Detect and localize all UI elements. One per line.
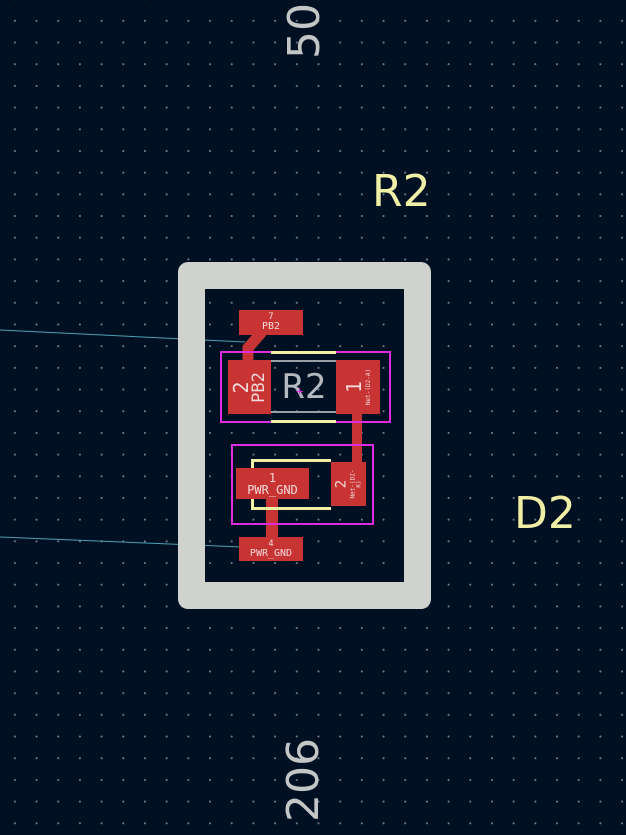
r2-fab-outline	[271, 360, 336, 413]
r2-pad-1[interactable]: 1 Net-(D2-A)	[336, 360, 380, 414]
pad-number: 2	[333, 479, 350, 489]
r2-pad-2[interactable]: 2 PB2	[228, 360, 271, 414]
d2-pad-2[interactable]: 2 Net-(D2-K)	[331, 462, 366, 506]
r2-silk-bottom	[271, 420, 336, 423]
d2-silk-top	[251, 459, 331, 462]
r2-value-label: R2	[281, 367, 327, 407]
pad-net: PWR_GND	[249, 547, 293, 559]
pad-number: 7	[268, 312, 274, 322]
pad-net: PB2	[261, 321, 281, 332]
r2-reference[interactable]: R2	[372, 166, 431, 217]
pad-net: Net-(D2-K)	[349, 469, 363, 499]
d2-pad-1[interactable]: 1 PWR_GND	[236, 468, 309, 499]
anchor-cross-icon: +	[296, 384, 304, 398]
connector-pad-4[interactable]: 4 PWR_GND	[239, 537, 303, 561]
board-edge-outline[interactable]	[178, 262, 431, 609]
d2-courtyard	[231, 444, 374, 525]
r2-silk-top	[271, 351, 336, 354]
pad-net: PWR_GND	[247, 482, 298, 497]
pad-net: Net-(D2-A)	[365, 368, 372, 406]
pad-net: PB2	[249, 371, 269, 403]
pad-number: 4	[268, 538, 274, 549]
pad-number: 1	[342, 380, 366, 394]
d2-reference[interactable]: D2	[514, 488, 576, 539]
pad-number: 1	[268, 470, 277, 485]
d2-silk-bottom	[251, 507, 331, 510]
connector-pad-7[interactable]: 7 PB2	[239, 310, 303, 335]
